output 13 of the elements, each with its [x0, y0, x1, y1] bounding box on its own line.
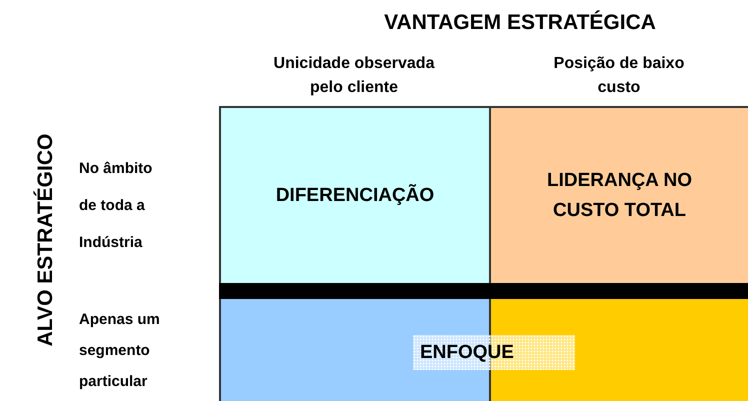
- axis-title: VANTAGEM ESTRATÉGICA: [383, 9, 657, 36]
- strategy-label: LIDERANÇA NO CUSTO TOTAL: [546, 168, 693, 222]
- row-header: No âmbito de toda a Indústria: [79, 159, 154, 253]
- divider-bar: [219, 283, 748, 299]
- row-header: Apenas um segmento particular: [79, 310, 161, 392]
- label-patch: [413, 335, 575, 370]
- column-header: Unicidade observada pelo cliente: [272, 54, 436, 98]
- strategy-cell: [490, 106, 748, 283]
- axis-title: ALVO ESTRATÉGICO: [32, 132, 58, 348]
- strategy-label: DIFERENCIAÇÃO: [276, 183, 434, 208]
- strategy-cell: [219, 106, 490, 283]
- strategy-label: ENFOQUE: [420, 340, 514, 364]
- column-header: Posição de baixo custo: [552, 54, 686, 98]
